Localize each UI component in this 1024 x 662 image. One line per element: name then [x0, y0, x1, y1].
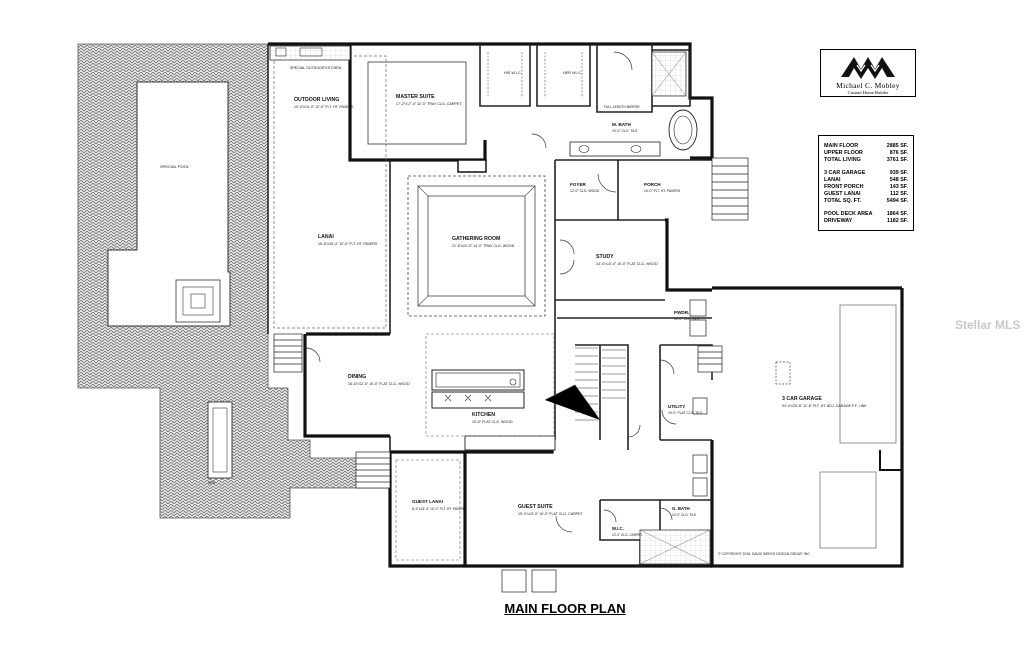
label-spa: SPA	[208, 481, 216, 485]
fire-trough	[207, 401, 233, 479]
label-outdoor-kitchen: SPECIAL OUTDOOR KITCHEN	[290, 66, 342, 70]
label-master-suite: MASTER SUITE	[396, 94, 435, 100]
sqft-value: 876 SF.	[889, 150, 908, 156]
sqft-label: MAIN FLOOR	[824, 143, 859, 149]
sqft-label: TOTAL SQ. FT.	[824, 198, 862, 204]
sqft-value: 5494 SF.	[886, 198, 908, 204]
label-gathering-room: GATHERING ROOM	[452, 236, 500, 242]
sqft-label: 3 CAR GARAGE	[824, 170, 866, 176]
label-guest-lanai: GUEST LANAI	[412, 499, 443, 504]
sqft-row: FRONT PORCH 143 SF.	[824, 184, 908, 190]
sqft-value: 1864 SF.	[886, 211, 908, 217]
label-foyer: FOYER	[570, 182, 587, 187]
label-garage: 3 CAR GARAGE	[782, 396, 822, 402]
sqft-label: TOTAL LIVING	[824, 157, 861, 163]
sqft-row: GUEST LANAI 112 SF.	[824, 191, 908, 197]
label-g-bath: G. BATH	[672, 506, 690, 511]
dims-powder: 10'-0" CLG. TILE	[674, 317, 700, 321]
sqft-value: 3761 SF.	[886, 157, 908, 163]
copyright-note: © COPYRIGHT 2018, DAVID WEEKS DESIGN GRO…	[718, 552, 811, 556]
label-porch: PORCH	[644, 182, 661, 187]
dims-foyer: 12'-0" CLG. WOOD	[570, 189, 600, 193]
spa-outline	[175, 279, 221, 323]
sqft-value: 2885 SF.	[886, 143, 908, 149]
sqft-value: 939 SF.	[889, 170, 908, 176]
plan-title: MAIN FLOOR PLAN	[504, 601, 626, 616]
sqft-value: 143 SF.	[889, 184, 908, 190]
sqft-label: FRONT PORCH	[824, 184, 864, 190]
builder-tagline: Custom Home Builder	[847, 90, 889, 95]
builder-logo: Michael C. Mobley Custom Home Builder	[820, 49, 916, 97]
sqft-row: UPPER FLOOR 876 SF.	[824, 150, 908, 156]
sqft-row: LANAI 548 SF.	[824, 177, 908, 183]
label-lanai: LANAI	[318, 234, 334, 240]
sqft-value: 1182 SF.	[887, 218, 908, 224]
label-g-wic: W.I.C.	[612, 526, 624, 531]
label-utility: UTILITY	[668, 404, 685, 409]
sqft-label: POOL DECK AREA	[824, 211, 873, 217]
pool-label: SPECIAL POOL	[160, 164, 190, 169]
dims-study: 14'-4"x13'-0" 10'-0" FLAT CLG. WOOD	[596, 262, 658, 266]
sqft-value: 112 SF.	[890, 191, 908, 197]
dims-guest-suite: 15'-0"x13'-0" 10'-0" FLAT CLG. CARPET	[518, 512, 583, 516]
label-linen: FULL-LENGTH MIRROR	[604, 105, 640, 109]
dims-lanai: 18'-8"x33'-4" 12'-0" FLT. HT. PAVERS	[318, 242, 378, 246]
room-labels: SPECIAL OUTDOOR KITCHEN OUTDOOR LIVING 1…	[208, 66, 867, 537]
pool	[107, 81, 231, 327]
label-study: STUDY	[596, 254, 614, 260]
sqft-row: MAIN FLOOR 2885 SF.	[824, 143, 908, 149]
dims-porch: 10'-0" FLT. HT. PAVERS	[644, 189, 681, 193]
sqft-value: 548 SF.	[889, 177, 908, 183]
sqft-row: TOTAL LIVING 3761 SF.	[824, 157, 908, 163]
dims-m-bath: 10'-0" CLG. TILE	[612, 129, 638, 133]
sqft-row: DRIVEWAY 1182 SF.	[824, 218, 908, 224]
sqft-label: GUEST LANAI	[824, 191, 861, 197]
dims-gathering-room: 21'-6"x22'-0" 14'-0" TRAY CLG. WOOD	[452, 244, 515, 248]
label-m-bath: M. BATH	[612, 122, 631, 127]
dims-guest-lanai: 8'-4"x13'-4" 10'-0" FLT. HT. PAVERS	[412, 507, 467, 511]
dims-kitchen: 10'-0" FLAT CLG. WOOD	[472, 420, 513, 424]
label-his-wic: HIS W.I.C.	[504, 71, 522, 75]
sqft-row: TOTAL SQ. FT. 5494 SF.	[824, 198, 908, 204]
sqft-label: UPPER FLOOR	[824, 150, 863, 156]
label-her-wic: HER W.I.C.	[563, 71, 582, 75]
dims-master-suite: 17'-2"x17'-4" 12'-0" TRAY CLG. CARPET	[396, 102, 462, 106]
label-guest-suite: GUEST SUITE	[518, 504, 553, 510]
dims-dining: 16'-8"x12'-0" 10'-0" FLAT CLG. WOOD	[348, 382, 410, 386]
dims-garage: 34'-0"x25'-8" 11'-8" FLT. HT. ADJ. GARAG…	[782, 404, 867, 408]
logo-mark-icon	[841, 57, 895, 79]
label-dining: DINING	[348, 374, 366, 380]
label-kitchen: KITCHEN	[472, 412, 495, 418]
dims-g-wic: 10'-0" CLG. CARPET	[612, 533, 642, 537]
label-outdoor-living: OUTDOOR LIVING	[294, 97, 339, 103]
label-powder: PWDR.	[674, 310, 689, 315]
dims-g-bath: 10'-0" CLG. TILE	[672, 513, 696, 517]
sqft-label: DRIVEWAY	[824, 218, 853, 224]
sqft-label: LANAI	[824, 177, 841, 183]
watermark: Stellar MLS	[955, 318, 1021, 332]
sqft-row: POOL DECK AREA 1864 SF.	[824, 211, 908, 217]
builder-name: Michael C. Mobley	[836, 81, 900, 90]
dims-outdoor-living: 10'-0"x13'-0" 12'-0" FLT. HT. PAVERS	[294, 105, 354, 109]
dims-utility: 10'-0" FLAT CLG. TILE	[668, 411, 703, 415]
sqft-row: 3 CAR GARAGE 939 SF.	[824, 170, 908, 176]
